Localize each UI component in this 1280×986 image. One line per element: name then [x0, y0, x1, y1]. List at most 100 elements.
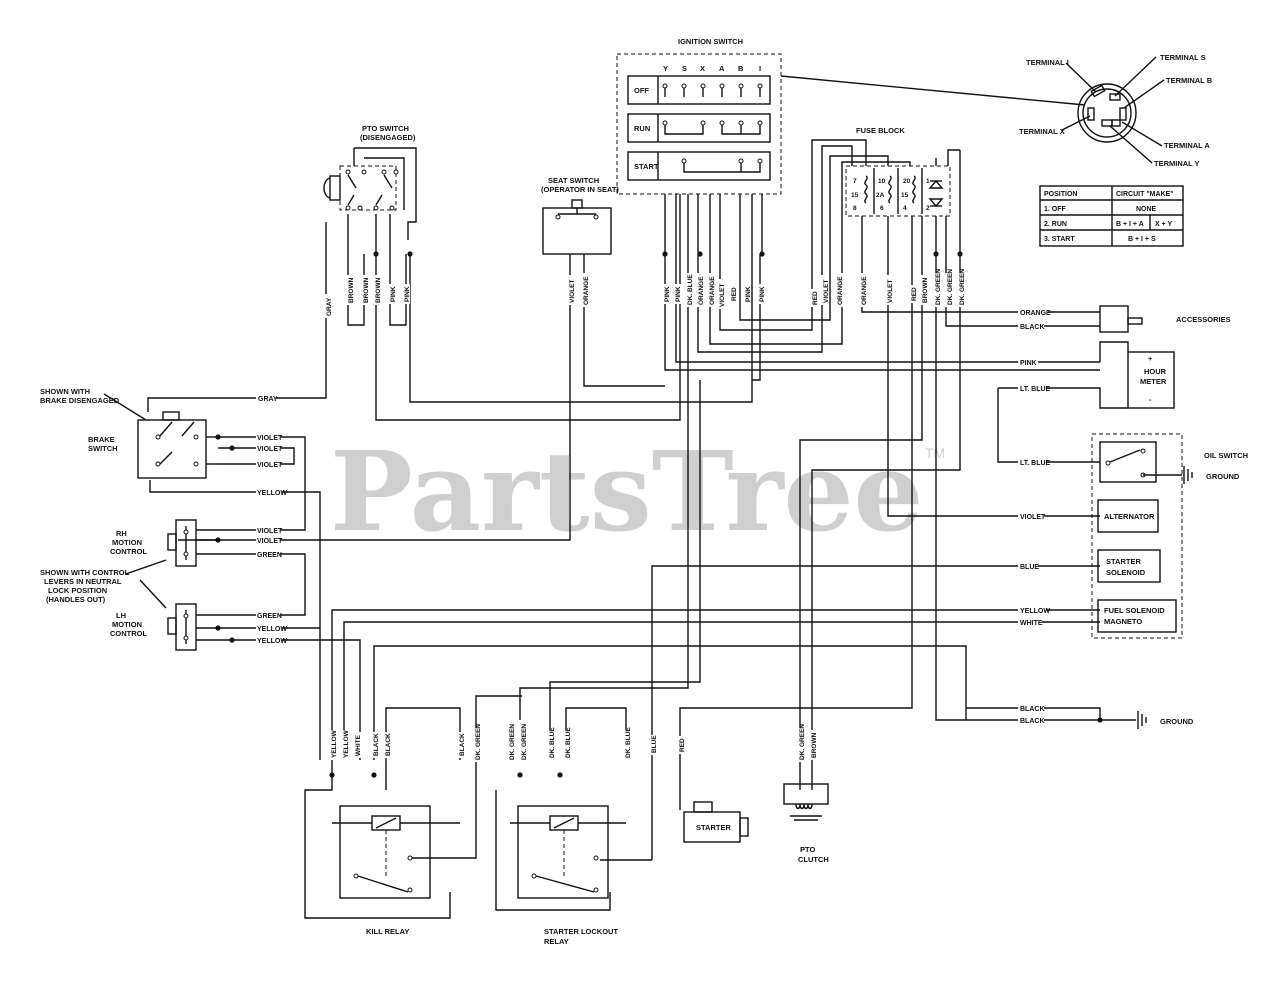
- seat-switch-subtitle: (OPERATOR IN SEAT): [541, 185, 619, 194]
- wiring: [147, 139, 1136, 919]
- wire-label: RED: [911, 287, 918, 301]
- wire-label: GRAY: [326, 297, 333, 316]
- table-row-run: 2. RUN: [1044, 221, 1067, 228]
- wire-label: BROWN: [348, 277, 355, 303]
- ignition-row-start-label: START: [634, 162, 659, 171]
- wire-label: PINK: [404, 286, 411, 302]
- table-row-off: 1. OFF: [1044, 206, 1067, 213]
- table-row-run-circuit2: X + Y: [1155, 221, 1173, 228]
- lh-motion-label-1: LH: [116, 611, 126, 620]
- wire-label: DK. BLUE: [625, 727, 632, 758]
- ignition-col-i: I: [759, 64, 761, 73]
- starter-lockout-label-1: STARTER LOCKOUT: [544, 927, 618, 936]
- control-note-1: SHOWN WITH CONTROL: [40, 568, 130, 577]
- ignition-row-run-label: RUN: [634, 124, 650, 133]
- wire-label: VIOLET: [1020, 514, 1046, 521]
- starter-solenoid-label-1: STARTER: [1106, 557, 1141, 566]
- accessories: ACCESSORIES: [1099, 305, 1231, 333]
- ignition-row-start: [627, 151, 771, 181]
- terminal-i-label: TERMINAL I: [1026, 58, 1069, 67]
- wire-label: DK. GREEN: [475, 724, 482, 760]
- starter-label: STARTER: [696, 823, 731, 832]
- wire-label: VIOLET: [823, 279, 830, 303]
- terminal-y-label: TERMINAL Y: [1154, 159, 1200, 168]
- table-row-run-circuit: B + I + A: [1116, 221, 1144, 228]
- ignition-row-off-label: OFF: [634, 86, 649, 95]
- starter: STARTER: [683, 801, 749, 843]
- wire-label: VIOLET: [719, 283, 726, 307]
- wire-label: RED: [731, 287, 738, 301]
- wire-label: VIOLET: [257, 528, 283, 535]
- fuse-label-10: 10: [878, 178, 886, 185]
- clutch-coil-icon: [795, 803, 813, 810]
- wire-label: PINK: [664, 286, 671, 302]
- ignition-row-run: [627, 113, 771, 143]
- ignition-col-y: Y: [663, 64, 668, 73]
- wire-label: LT. BLUE: [1020, 460, 1051, 467]
- brake-switch: SHOWN WITH BRAKE DISENGAGED BRAKE SWITCH: [40, 387, 218, 479]
- wire-label: BROWN: [811, 732, 818, 758]
- wire-label: BLACK: [1020, 324, 1045, 331]
- wire-labels: GRAY VIOLET VIOLET VIOLET YELLOW VIOLET …: [256, 308, 1051, 725]
- oil-switch-label: OIL SWITCH: [1204, 451, 1248, 460]
- fuse-icon: [864, 175, 868, 204]
- rh-motion-label-2: MOTION: [112, 538, 142, 547]
- alternator-label: ALTERNATOR: [1104, 512, 1155, 521]
- wire-label: BROWN: [922, 277, 929, 303]
- control-note-4: (HANDLES OUT): [46, 595, 106, 604]
- kill-relay-label: KILL RELAY: [366, 927, 409, 936]
- lh-motion-control: LH MOTION CONTROL: [110, 603, 218, 651]
- wire-label: DK. BLUE: [549, 727, 556, 758]
- hour-meter-label-2: METER: [1140, 377, 1167, 386]
- fuse-label-15b: 15: [901, 192, 909, 199]
- fuel-solenoid-label-2: MAGNETO: [1104, 617, 1142, 626]
- wire-label: ORANGE: [698, 276, 705, 305]
- hour-meter-plus: +: [1148, 354, 1153, 363]
- ignition-start-contacts: [681, 158, 763, 173]
- wire-label: DK. GREEN: [509, 724, 516, 760]
- wire-label: BLUE: [1020, 564, 1039, 571]
- fuse-block-title: FUSE BLOCK: [856, 126, 905, 135]
- position-table: POSITION CIRCUIT "MAKE" 1. OFF NONE 2. R…: [1039, 185, 1184, 247]
- hour-meter-label-1: HOUR: [1144, 367, 1167, 376]
- wire-label: LT. BLUE: [1020, 386, 1051, 393]
- ignition-col-x: X: [700, 64, 705, 73]
- pto-clutch-label-2: CLUTCH: [798, 855, 829, 864]
- wire-label: VIOLET: [887, 279, 894, 303]
- wire-label: BLUE: [651, 735, 658, 753]
- fuse-label-1: 1: [926, 178, 930, 185]
- wire-label: DK. GREEN: [521, 724, 528, 760]
- wire-label: BROWN: [375, 277, 382, 303]
- ground-2: GROUND: [1137, 711, 1194, 729]
- wire-label: DK. BLUE: [565, 727, 572, 758]
- control-note: SHOWN WITH CONTROL LEVERS IN NEUTRAL LOC…: [40, 559, 167, 609]
- watermark: PartsTree TM: [330, 427, 945, 556]
- starter-lockout-label-2: RELAY: [544, 937, 569, 946]
- brake-switch-label-1: BRAKE: [88, 435, 115, 444]
- fuel-solenoid-box: [1097, 599, 1177, 633]
- wire-label: VIOLET: [257, 462, 283, 469]
- pto-clutch: PTO CLUTCH: [783, 783, 829, 864]
- wire-label: VIOLET: [569, 279, 576, 303]
- ignition-to-terminal-leader: [780, 75, 1086, 106]
- ground-2-label: GROUND: [1160, 717, 1194, 726]
- starter-solenoid-label-2: SOLENOID: [1106, 568, 1146, 577]
- seat-switch-title: SEAT SWITCH: [548, 176, 599, 185]
- accessories-label: ACCESSORIES: [1176, 315, 1231, 324]
- ignition-col-b: B: [738, 64, 744, 73]
- lh-motion-label-3: CONTROL: [110, 629, 147, 638]
- wire-label: DK. BLUE: [687, 274, 694, 305]
- terminal-s-label: TERMINAL S: [1160, 53, 1206, 62]
- starter-lockout-relay: STARTER LOCKOUT RELAY: [510, 805, 626, 946]
- fuse-label-4: 4: [903, 205, 907, 212]
- ignition-col-a: A: [719, 64, 725, 73]
- wire-label: BLACK: [1020, 706, 1045, 713]
- wire-label: BLACK: [385, 733, 392, 756]
- wire-label: YELLOW: [257, 490, 287, 497]
- table-row-start-circuit: B + I + S: [1128, 236, 1156, 243]
- wire-label: VIOLET: [257, 538, 283, 545]
- wire-label: DK. GREEN: [935, 269, 942, 305]
- wire-label: YELLOW: [1020, 608, 1050, 615]
- fuse-label-7: 7: [853, 178, 857, 185]
- wire-label: ORANGE: [1020, 310, 1051, 317]
